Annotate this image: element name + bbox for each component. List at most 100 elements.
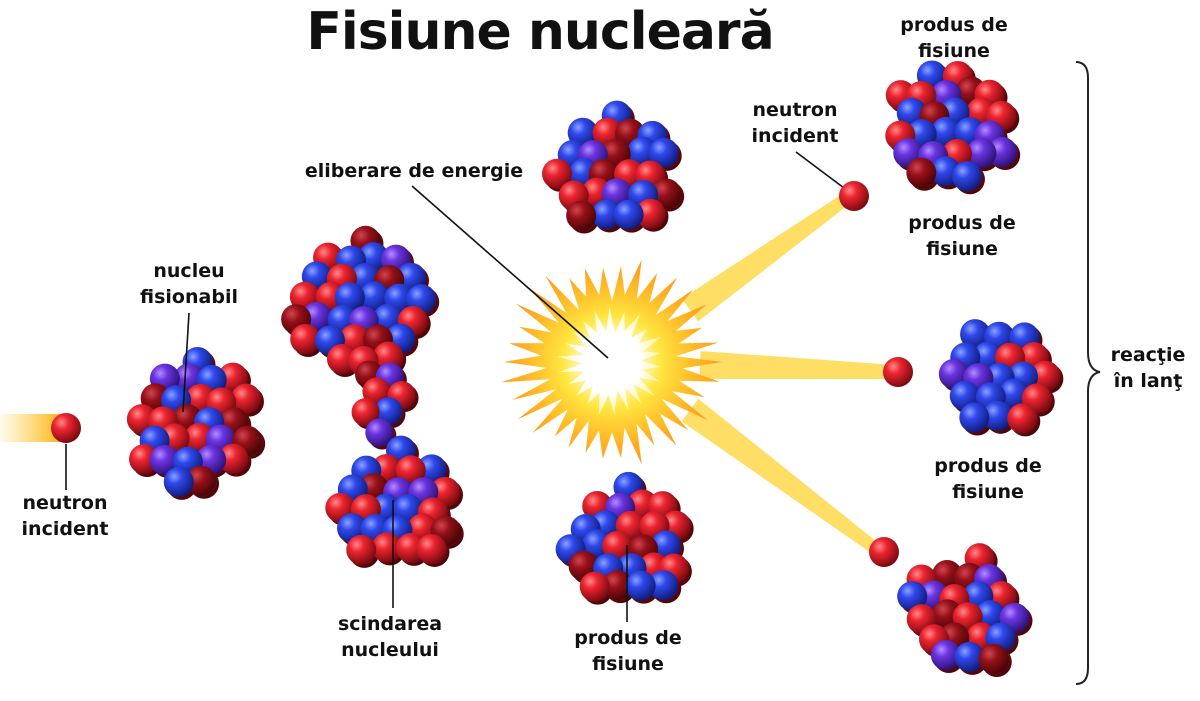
label-line: scindarea (337, 613, 443, 635)
energy-beam (681, 191, 854, 322)
nucleon (650, 530, 681, 561)
nucleon (326, 343, 357, 374)
nucleon (149, 444, 180, 475)
nucleon (365, 418, 394, 447)
fission-product-lower (555, 471, 694, 605)
nucleon (627, 136, 658, 167)
nucleon (186, 465, 217, 496)
label-line: neutron (22, 492, 108, 514)
nucleon (982, 400, 1013, 431)
leader-neutron-right (795, 151, 845, 189)
nucleon (163, 466, 194, 497)
leader-lines (65, 151, 845, 622)
label-line: nucleu (153, 260, 225, 282)
fission-product-upper (542, 100, 685, 234)
label-line: produs de (574, 627, 682, 649)
label-fission-product-bottom: produs de fisiune (558, 625, 698, 677)
nucleon (625, 570, 656, 601)
label-neutron-incident-right: neutron incident (740, 97, 850, 149)
splitting-nucleus-bottom (325, 435, 464, 568)
nucleon (931, 116, 962, 147)
released-neutron-low (869, 537, 899, 567)
label-line: produs de (934, 455, 1042, 477)
label-line: fisiune (918, 40, 990, 62)
chain-reaction-brace (1075, 61, 1101, 685)
nucleon (230, 383, 261, 414)
nucleon (930, 639, 961, 670)
nucleon (542, 158, 573, 189)
label-line: incident (21, 518, 109, 540)
released-neutron-top (839, 181, 869, 211)
fission-product-right-mid (938, 319, 1064, 437)
nucleon (602, 570, 633, 601)
label-fission-product-top: produs de fisiune (884, 12, 1024, 64)
label-energy-release: eliberare de energie (304, 160, 524, 182)
nucleon (635, 198, 666, 229)
nucleon (999, 378, 1030, 409)
nucleon (567, 117, 598, 148)
leader-energy (411, 185, 609, 359)
splitting-nucleus-top (281, 225, 440, 379)
nucleon (648, 137, 679, 168)
nucleon (374, 397, 403, 426)
label-line: în lanţ (1113, 370, 1183, 392)
nucleon (395, 455, 426, 486)
nucleon (951, 161, 982, 192)
leader-fissionable (182, 312, 190, 413)
energy-burst (501, 259, 723, 465)
nucleon (648, 570, 679, 601)
label-line: reacţie (1110, 344, 1186, 366)
neutrons (51, 181, 913, 567)
burst-core (556, 306, 662, 416)
nucleon (613, 199, 644, 230)
label-fission-product-mid: produs de fisiune (892, 210, 1032, 262)
nucleon (416, 533, 447, 564)
label-line: nucleului (341, 639, 439, 661)
nucleon (960, 319, 991, 350)
label-neutron-incident-left: neutron incident (10, 490, 120, 542)
nucleon (579, 571, 610, 602)
label-chain-reaction: reacţie în lanţ (1100, 342, 1196, 394)
incident-neutron-left (51, 413, 81, 443)
nucleon (359, 281, 390, 312)
nucleon (346, 534, 377, 565)
nucleon (371, 532, 402, 563)
nucleon (954, 641, 985, 672)
label-fission-product-low: produs de fisiune (918, 453, 1058, 505)
fission-product-right-top (885, 60, 1021, 195)
nucleon (566, 200, 597, 231)
label-fissionable-nucleus: nucleu fisionabil (134, 258, 244, 310)
energy-beam (699, 351, 896, 379)
nucleon (1030, 360, 1061, 391)
nucleon (218, 443, 249, 474)
nucleon (591, 199, 622, 230)
nuclei (126, 60, 1064, 677)
fissionable-nucleus (126, 346, 266, 500)
nucleon (959, 402, 990, 433)
incoming-neutron-trail (0, 414, 60, 442)
nucleon (978, 643, 1009, 674)
label-line: fisionabil (140, 286, 238, 308)
diagram-title: Fisiune nucleară (306, 2, 774, 62)
nucleon (966, 138, 997, 169)
nucleon (1007, 403, 1038, 434)
nucleon (651, 178, 682, 209)
nucleon (290, 323, 321, 354)
label-line: neutron (752, 99, 838, 121)
label-nucleus-splitting: scindarea nucleului (330, 611, 450, 663)
energy-beam (681, 398, 884, 557)
label-line: fisiune (926, 238, 998, 260)
label-line: produs de (900, 14, 1008, 36)
splitting-nucleus-neck (351, 360, 419, 450)
released-neutron-mid (883, 357, 913, 387)
nucleon (897, 581, 928, 612)
nucleon (906, 157, 937, 188)
fission-product-right-low (897, 543, 1033, 677)
label-line: produs de (908, 212, 1016, 234)
label-line: fisiune (592, 653, 664, 675)
label-line: incident (751, 125, 839, 147)
nucleon (351, 398, 380, 427)
label-line: fisiune (952, 481, 1024, 503)
